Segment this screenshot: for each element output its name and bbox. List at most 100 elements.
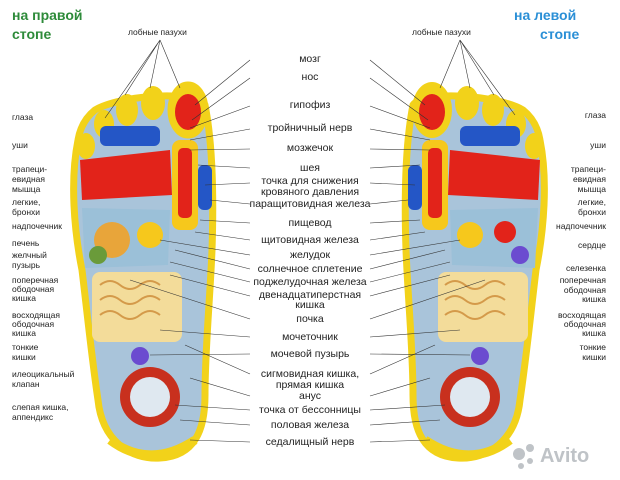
avito-logo-icon	[513, 444, 534, 469]
right-side-label-17: кишки	[582, 352, 606, 362]
left-toe-2	[455, 86, 479, 120]
left-side-label-6: бронхи	[12, 207, 40, 217]
right-side-label-10: поперечная	[560, 275, 607, 285]
right-parathyroid-zone	[198, 165, 212, 210]
right-side-label-4: мышца	[578, 184, 607, 194]
right-foot-title-line2: стопе	[12, 26, 51, 42]
center-label-3: тройничный нерв	[268, 122, 353, 134]
left-side-label-3: евидная	[12, 174, 45, 184]
right-intestine-coils	[99, 280, 161, 320]
left-stomach	[457, 222, 483, 248]
center-label-7: кровяного давления	[261, 186, 359, 198]
left-side-label-10: пузырь	[12, 260, 41, 270]
center-label-8: паращитовидная железа	[250, 198, 371, 210]
center-label-19: сигмовидная кишка,	[261, 368, 359, 380]
left-lung-zone	[448, 150, 540, 200]
left-heel-arc	[422, 436, 513, 460]
center-label-17: мочеточник	[282, 331, 338, 343]
right-lung-zone	[80, 150, 172, 200]
center-label-15: кишка	[295, 299, 325, 311]
center-label-2: гипофиз	[290, 99, 331, 111]
left-side-label-20: клапан	[12, 379, 40, 389]
left-side-label-5: легкие,	[12, 197, 40, 207]
center-label-6: точка для снижения	[261, 175, 358, 187]
center-leaders	[129, 59, 486, 443]
right-side-label-5: легкие,	[578, 197, 606, 207]
right-toe-5	[77, 133, 95, 159]
left-side-label-8: печень	[12, 238, 40, 248]
center-label-4: мозжечок	[287, 142, 334, 154]
center-label-24: седалищный нерв	[266, 436, 355, 448]
right-gallbladder	[89, 246, 107, 264]
center-label-21: анус	[299, 390, 321, 402]
right-side-label-13: восходящая	[558, 310, 606, 320]
center-label-12: солнечное сплетение	[258, 263, 363, 275]
right-stomach	[137, 222, 163, 248]
left-side-label-16: кишка	[12, 328, 36, 338]
center-label-0: мозг	[299, 53, 321, 65]
right-bladder	[131, 347, 149, 365]
center-label-18: мочевой пузырь	[271, 348, 350, 360]
center-label-1: нос	[302, 71, 319, 83]
right-side-label-15: кишка	[582, 328, 606, 338]
right-foot-title: на правой стопе	[12, 7, 83, 42]
left-side-label-1: уши	[12, 140, 28, 150]
left-spleen	[511, 246, 529, 264]
right-side-label-2: трапеци-	[571, 164, 606, 174]
left-side-label-9: желчный	[12, 250, 47, 260]
left-side-label-21: слепая кишка,	[12, 402, 69, 412]
center-labels: мозг нос гипофиз тройничный нерв мозжечок шея…	[250, 53, 371, 448]
right-side-label-6: бронхи	[578, 207, 606, 217]
right-side-label-8: сердце	[578, 240, 606, 250]
left-parathyroid-zone	[408, 165, 422, 210]
left-bladder	[471, 347, 489, 365]
right-toe-2	[141, 86, 165, 120]
center-label-23: половая железа	[271, 419, 349, 431]
left-toe-3	[482, 94, 504, 126]
left-side-label-2: трапеци-	[12, 164, 47, 174]
left-intestine-coils	[444, 280, 506, 320]
left-side-label-22: аппендикс	[12, 412, 54, 422]
left-eyes-zone	[460, 126, 520, 146]
avito-watermark: Avito	[513, 444, 589, 469]
left-side-label-14: восходящая	[12, 310, 60, 320]
right-side-label-1: уши	[590, 140, 606, 150]
left-side-label-12: ободочная	[12, 284, 54, 294]
right-side-label-9: селезенка	[566, 263, 606, 273]
center-label-10: щитовидная железа	[261, 234, 359, 246]
right-side-label-3: евидная	[573, 174, 606, 184]
left-side-label-13: кишка	[12, 293, 36, 303]
right-eyes-zone	[100, 126, 160, 146]
left-heart	[494, 221, 516, 243]
left-side-label-4: мышца	[12, 184, 41, 194]
right-big-toe-center	[175, 94, 201, 130]
left-foot	[401, 82, 548, 462]
left-side-label-11: поперечная	[12, 275, 59, 285]
left-heel-inner	[450, 377, 490, 417]
right-side-label-16: тонкие	[580, 342, 607, 352]
left-side-label-0: глаза	[12, 112, 33, 122]
right-side-label-11: ободочная	[564, 285, 606, 295]
leaders-frontal-sinuses	[104, 39, 516, 119]
left-side-label-7: надпочечник	[12, 221, 62, 231]
right-side-label-14: ободочная	[564, 319, 606, 329]
left-intestine-zone	[438, 272, 528, 342]
center-label-20: прямая кишка	[276, 379, 344, 391]
left-foot-title-line2: стопе	[540, 26, 579, 42]
left-foot-title: на левой стопе	[514, 7, 579, 42]
center-label-11: желудок	[290, 249, 331, 261]
label-frontal-sinuses-left: лобные пазухи	[412, 27, 471, 37]
center-label-13: поджелудочная железа	[253, 276, 366, 288]
center-label-16: почка	[296, 313, 324, 325]
right-spine-inner	[178, 148, 192, 218]
center-label-22: точка от бессонницы	[259, 404, 361, 416]
left-foot-title-line1: на левой	[514, 7, 576, 23]
right-side-label-0: глаза	[585, 110, 606, 120]
right-heel-inner	[130, 377, 170, 417]
left-big-toe-center	[419, 94, 445, 130]
center-label-5: шея	[300, 162, 320, 174]
left-side-label-18: кишки	[12, 352, 36, 362]
